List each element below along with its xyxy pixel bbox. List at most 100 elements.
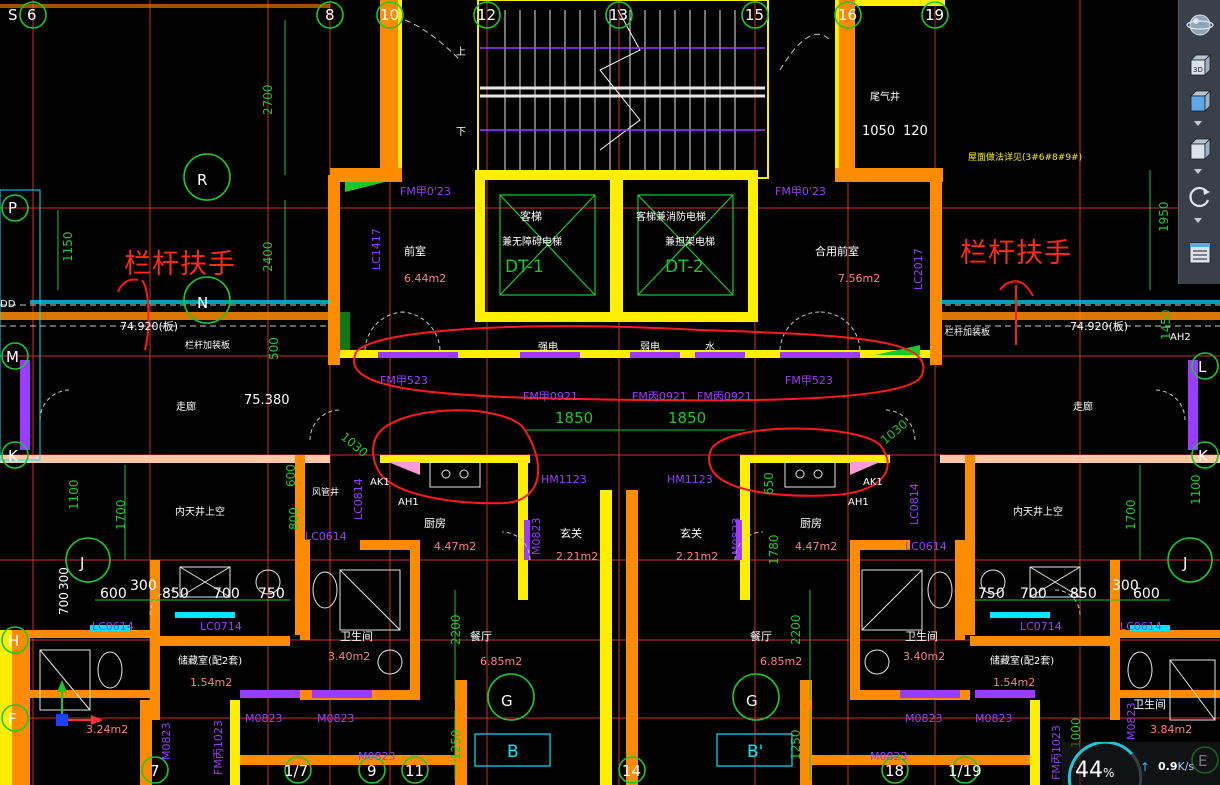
- svg-text:15: 15: [745, 6, 764, 24]
- svg-text:6.44m2: 6.44m2: [404, 272, 446, 285]
- svg-text:2.21m2: 2.21m2: [556, 550, 598, 563]
- svg-text:1700: 1700: [1124, 499, 1138, 530]
- svg-text:玄关: 玄关: [680, 526, 702, 540]
- svg-text:储藏室(配2套): 储藏室(配2套): [178, 654, 242, 667]
- svg-text:J: J: [1182, 554, 1187, 572]
- svg-text:1050: 1050: [862, 124, 895, 139]
- svg-text:K: K: [8, 447, 19, 465]
- svg-text:1780: 1780: [767, 534, 781, 565]
- network-monitor-widget[interactable]: [1062, 742, 1220, 785]
- svg-text:12: 12: [477, 6, 496, 24]
- svg-text:储藏室(配2套): 储藏室(配2套): [990, 654, 1054, 667]
- front-view-button[interactable]: [1185, 86, 1215, 116]
- svg-text:600: 600: [1133, 586, 1160, 602]
- svg-text:1/19: 1/19: [948, 762, 982, 780]
- svg-text:客梯: 客梯: [520, 209, 542, 223]
- svg-text:M0823: M0823: [905, 712, 943, 725]
- svg-text:4.47m2: 4.47m2: [434, 540, 476, 553]
- annotation-railing-right: 栏杆扶手: [960, 238, 1072, 269]
- front-view-icon: [1190, 90, 1211, 112]
- svg-text:LC0814: LC0814: [908, 483, 921, 525]
- svg-text:厨房: 厨房: [800, 517, 822, 530]
- svg-text:DT-2: DT-2: [665, 257, 704, 277]
- svg-text:L: L: [1198, 358, 1207, 376]
- svg-text:75.380: 75.380: [244, 393, 290, 408]
- svg-text:800: 800: [287, 507, 301, 530]
- svg-text:S: S: [8, 6, 18, 24]
- svg-text:1850: 1850: [668, 409, 706, 427]
- svg-text:M0823: M0823: [317, 712, 355, 725]
- svg-text:M0823: M0823: [358, 750, 396, 763]
- svg-text:13: 13: [609, 6, 628, 24]
- svg-text:11: 11: [405, 762, 424, 780]
- svg-text:1/7: 1/7: [284, 762, 308, 780]
- svg-text:850: 850: [1070, 586, 1097, 602]
- svg-text:N: N: [197, 294, 208, 312]
- svg-text:H: H: [8, 632, 19, 650]
- svg-text:300: 300: [130, 578, 157, 594]
- rotate-icon: [1189, 186, 1210, 208]
- svg-text:M0823: M0823: [870, 750, 908, 763]
- svg-text:3.40m2: 3.40m2: [903, 650, 945, 663]
- svg-text:卫生间: 卫生间: [340, 629, 373, 643]
- svg-text:M0823: M0823: [160, 723, 173, 761]
- svg-text:120: 120: [903, 124, 928, 139]
- svg-text:19: 19: [925, 6, 944, 24]
- svg-text:700: 700: [213, 586, 240, 602]
- svg-text:2200: 2200: [789, 614, 803, 645]
- svg-text:水: 水: [705, 341, 715, 353]
- svg-text:M0823: M0823: [730, 518, 743, 556]
- svg-text:M0823: M0823: [245, 712, 283, 725]
- 3d-view-icon: 3D: [1190, 54, 1211, 76]
- svg-text:内天井上空: 内天井上空: [175, 505, 225, 518]
- unit-tags: B B': [474, 733, 793, 767]
- accent-fills: [340, 182, 920, 475]
- svg-text:强电: 强电: [538, 340, 558, 353]
- svg-text:M0823: M0823: [1125, 703, 1138, 741]
- rotate-button[interactable]: [1185, 182, 1215, 212]
- svg-text:AK1: AK1: [863, 477, 883, 488]
- svg-text:AH2: AH2: [1170, 332, 1191, 343]
- svg-text:1.54m2: 1.54m2: [993, 676, 1035, 689]
- svg-text:G: G: [746, 692, 758, 710]
- properties-button[interactable]: [1185, 238, 1215, 268]
- annotation-railing-left: 栏杆扶手: [124, 249, 236, 280]
- svg-text:7.56m2: 7.56m2: [838, 272, 880, 285]
- svg-text:3.84m2: 3.84m2: [1150, 723, 1192, 736]
- svg-text:前室: 前室: [404, 244, 426, 258]
- properties-icon: [1189, 242, 1211, 264]
- markup-circles: [117, 278, 1034, 505]
- svg-text:LC0614: LC0614: [92, 620, 134, 633]
- svg-text:LC0614: LC0614: [305, 530, 347, 543]
- box-view-dropdown-caret[interactable]: [1194, 169, 1202, 174]
- svg-text:K: K: [1198, 447, 1209, 465]
- svg-text:AH1: AH1: [398, 497, 419, 508]
- svg-text:1450: 1450: [1159, 309, 1173, 340]
- svg-text:合用前室: 合用前室: [815, 244, 859, 258]
- network-percent: 44%: [1075, 758, 1115, 783]
- svg-text:1.54m2: 1.54m2: [190, 676, 232, 689]
- svg-text:风管井: 风管井: [312, 486, 339, 498]
- svg-text:FM丙1023: FM丙1023: [212, 720, 225, 775]
- orbit-button[interactable]: [1185, 10, 1215, 40]
- 3d-view-button[interactable]: 3D: [1185, 50, 1215, 80]
- svg-text:850: 850: [162, 586, 189, 602]
- svg-text:HM1123: HM1123: [667, 473, 713, 486]
- svg-text:内天井上空: 内天井上空: [1013, 505, 1063, 518]
- front-view-dropdown-caret[interactable]: [1194, 121, 1202, 126]
- svg-text:LC0814: LC0814: [352, 478, 365, 520]
- room-labels: 前室 6.44m2 合用前室 7.56m2 客梯 兼无障碍电梯 DT-1 客梯兼…: [86, 209, 1192, 736]
- svg-text:FM甲523: FM甲523: [785, 374, 833, 387]
- svg-text:700: 700: [1020, 586, 1047, 602]
- svg-text:LC0614: LC0614: [905, 540, 947, 553]
- svg-text:300: 300: [57, 567, 71, 590]
- svg-text:M0823: M0823: [975, 712, 1013, 725]
- svg-text:600: 600: [284, 464, 298, 487]
- svg-text:4.47m2: 4.47m2: [795, 540, 837, 553]
- rotate-dropdown-caret[interactable]: [1194, 218, 1202, 223]
- box-view-button[interactable]: [1185, 134, 1215, 164]
- vertical-tags: LC1417 LC2017 HM1123 HM1123 LC0814 LC081…: [18, 228, 1201, 780]
